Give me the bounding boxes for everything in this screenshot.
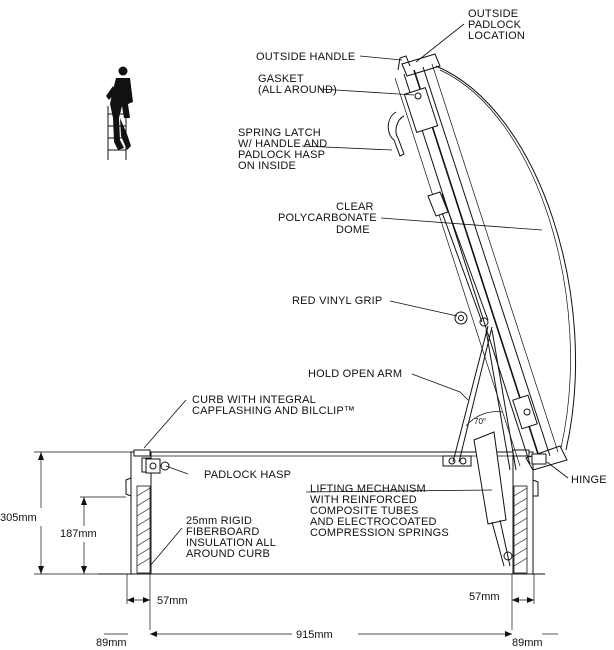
dim-curb-height: 187mm [60,496,126,574]
dim-right-offset: 57mm [469,591,534,603]
dome-assembly [394,53,577,471]
padlock-hasp [145,458,170,474]
label-padlock-hasp: PADLOCK HASP [204,469,291,481]
svg-text:AND ELECTROCOATED: AND ELECTROCOATED [310,516,437,528]
label-outside-padlock: OUTSIDE PADLOCK LOCATION [468,8,525,42]
svg-text:WITH REINFORCED: WITH REINFORCED [310,494,417,506]
label-hold-open-arm: HOLD OPEN ARM [308,368,402,380]
svg-text:25mm RIGID: 25mm RIGID [186,515,252,527]
svg-text:DOME: DOME [336,224,370,236]
dim-opening: 89mm 915mm 89mm [96,629,558,649]
svg-text:915mm: 915mm [296,629,333,641]
lifting-mechanism [427,191,517,567]
svg-text:305mm: 305mm [0,512,37,524]
svg-text:COMPRESSION SPRINGS: COMPRESSION SPRINGS [310,527,449,539]
svg-text:CLEAR: CLEAR [336,201,374,213]
dim-overall-height: 305mm [0,451,131,575]
svg-text:CURB WITH INTEGRAL: CURB WITH INTEGRAL [192,394,316,406]
svg-text:POLYCARBONATE: POLYCARBONATE [278,212,377,224]
svg-text:57mm: 57mm [157,595,188,607]
label-hinge: HINGE [571,474,607,486]
label-spring-latch: SPRING LATCH W/ HANDLE AND PADLOCK HASP … [238,127,327,172]
label-lifting: LIFTING MECHANISM WITH REINFORCED COMPOS… [310,483,449,539]
svg-text:57mm: 57mm [469,591,500,603]
label-insulation: 25mm RIGID FIBERBOARD INSULATION ALL ARO… [186,515,276,560]
label-red-vinyl-grip: RED VINYL GRIP [292,295,382,307]
label-outside-handle: OUTSIDE HANDLE [256,51,355,63]
label-gasket: GASKET (ALL AROUND) [258,73,337,96]
svg-text:AROUND CURB: AROUND CURB [186,548,270,560]
svg-text:LIFTING MECHANISM: LIFTING MECHANISM [310,483,426,495]
label-curb: CURB WITH INTEGRAL CAPFLASHING AND BILCL… [192,394,355,417]
svg-text:SPRING LATCH: SPRING LATCH [238,127,321,139]
svg-text:187mm: 187mm [60,528,97,540]
label-dome: CLEAR POLYCARBONATE DOME [278,201,377,236]
svg-text:89mm: 89mm [96,637,127,649]
angle-label: 70° [474,417,486,426]
svg-text:PADLOCK: PADLOCK [468,19,522,31]
svg-text:LOCATION: LOCATION [468,30,525,42]
person-on-ladder-icon [106,66,133,160]
dim-left-offset: 57mm [127,595,188,607]
svg-text:COMPOSITE TUBES: COMPOSITE TUBES [310,505,419,517]
svg-text:PADLOCK HASP: PADLOCK HASP [238,149,325,161]
outside-handle [397,55,411,71]
svg-text:GASKET: GASKET [258,73,304,85]
hold-open-arm [452,317,493,463]
svg-text:INSULATION ALL: INSULATION ALL [186,537,276,549]
leader-lines [143,23,569,567]
svg-text:OUTSIDE: OUTSIDE [468,8,518,20]
svg-text:CAPFLASHING AND BILCLIP™: CAPFLASHING AND BILCLIP™ [192,405,355,417]
spring-latch [387,111,405,157]
svg-text:FIBERBOARD: FIBERBOARD [186,526,260,538]
svg-text:W/ HANDLE AND: W/ HANDLE AND [238,138,327,150]
red-vinyl-grip [454,311,468,325]
svg-text:ON INSIDE: ON INSIDE [238,160,296,172]
right-curb [512,449,539,575]
svg-text:89mm: 89mm [512,637,543,649]
svg-text:(ALL AROUND): (ALL AROUND) [258,84,337,96]
